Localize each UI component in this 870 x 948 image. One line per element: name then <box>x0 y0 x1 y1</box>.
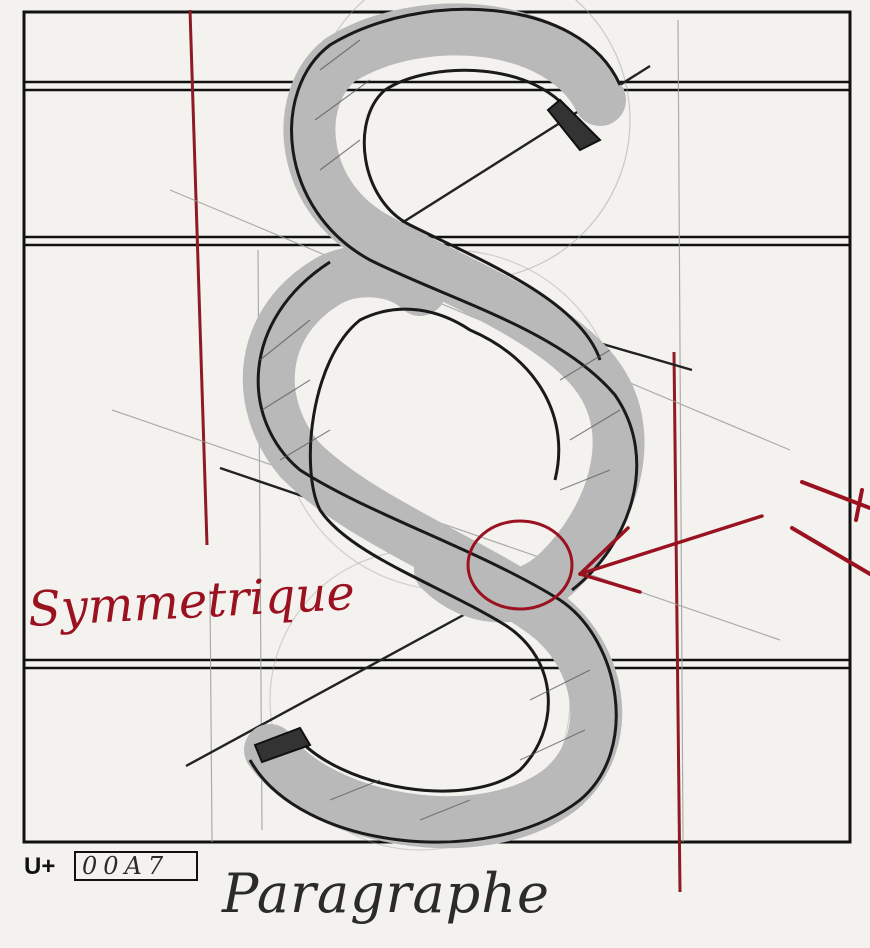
unicode-prefix: U+ <box>24 853 56 880</box>
section-sign-glyph <box>242 3 645 849</box>
construction-lines <box>111 0 791 851</box>
glyph-frame <box>22 10 852 844</box>
red-margin-marks <box>790 480 870 576</box>
red-vertical-guides <box>188 9 682 893</box>
glyph-name: Paragraphe <box>222 862 550 925</box>
unicode-code-box: 00A7 <box>74 851 198 881</box>
red-arrow <box>578 514 764 594</box>
symmetry-circle <box>466 519 574 611</box>
